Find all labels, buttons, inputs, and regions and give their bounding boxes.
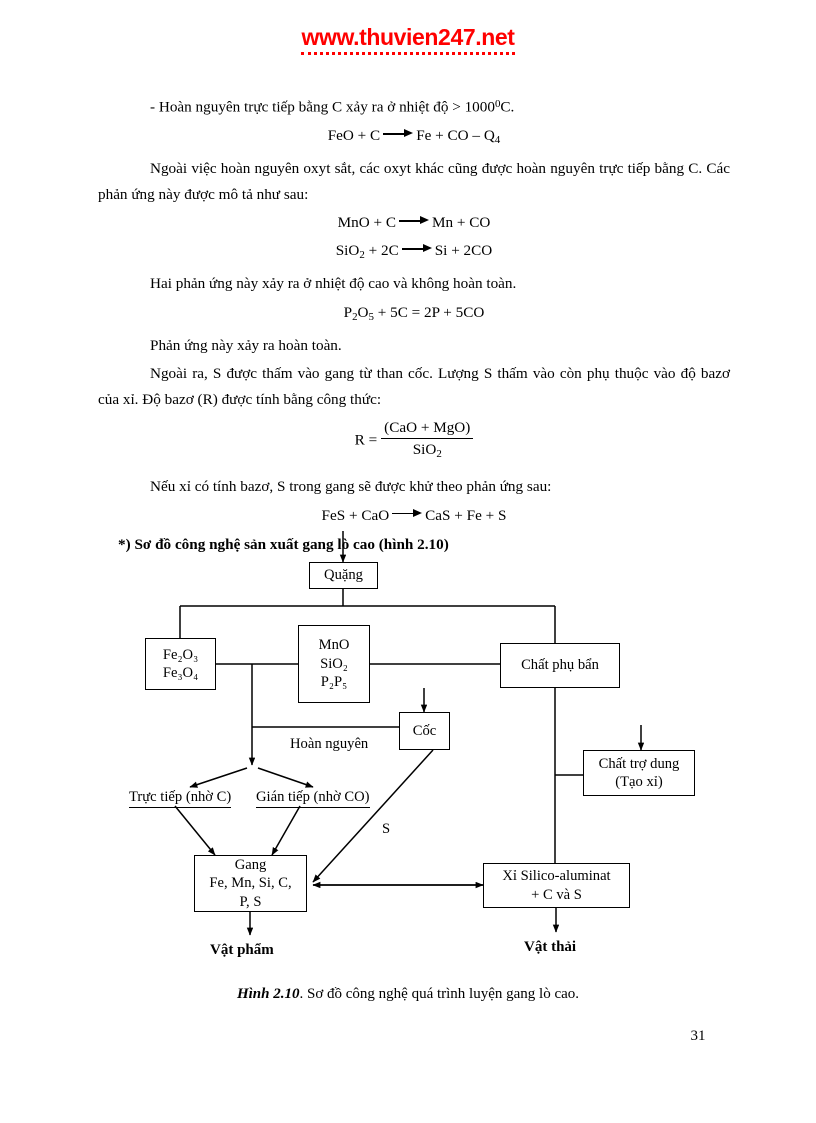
formula-basicity: R =(CaO + MgO)SiO2 [98,418,730,464]
reaction-arrow-icon [383,129,414,138]
paragraph-direct-reduction: - Hoàn nguyên trực tiếp bằng C xảy ra ở … [98,92,730,120]
denominator-text: SiO [412,441,437,459]
box-quang-label: Quặng [324,567,363,584]
reaction-arrow-icon [392,509,423,518]
equation-left: MnO + C [337,214,396,232]
box-xi-silico-aluminat[interactable]: Xỉ Silico-aluminat + C và S [483,863,630,908]
arrow-to-truc-tiep [189,767,248,788]
box-coc[interactable]: Cốc [399,712,450,750]
fraction: (CaO + MgO)SiO2 [381,418,474,464]
box-chat-phu-ban-label: Chất phụ bẩn [521,657,599,674]
paragraph-sulfur: Ngoài ra, S được thấm vào gang từ than c… [98,365,730,408]
figure-number: Hình 2.10 [236,986,300,1002]
equation-subscript: 4 [494,134,501,147]
box-iron-oxides-line1: Fe₂O₃ [162,646,199,663]
equation-subscript-a: 2 [352,310,358,323]
box-gang-line2: Fe, Mn, Si, C, [209,875,292,892]
box-xi-line2: + C và S [531,886,582,903]
arrow-truc-tiep-to-gang [174,805,216,856]
equation-subscript-b: 5 [368,310,374,323]
equation-sio2-c: SiO2 + 2C Si + 2CO [98,238,730,268]
box-quang[interactable]: Quặng [309,562,378,589]
box-gang-line3: P, S [239,893,262,910]
box-other-oxides-line1: MnO [318,637,350,654]
figure-caption-text: . Sơ đồ công nghệ quá trình luyện gang l… [299,986,580,1002]
equation-right: Mn + CO [432,214,491,232]
watermark-url[interactable]: www.thuvien247.net [301,24,515,55]
box-gang-line1: Gang [234,856,267,873]
box-chat-tro-dung-line1: Chất trợ dung [598,755,680,772]
fraction-numerator: (CaO + MgO) [381,418,474,440]
box-chat-tro-dung-line2: (Tạo xỉ) [615,774,663,790]
paragraph-other-oxides: Ngoài việc hoàn nguyên oxyt sắt, các oxy… [98,160,730,203]
equation-right: Fe + CO – Q [416,127,495,145]
document-body: - Hoàn nguyên trực tiếp bằng C xảy ra ở … [98,92,730,557]
figure-caption: Hình 2.10. Sơ đồ công nghệ quá trình luy… [0,986,816,1003]
box-iron-oxides[interactable]: Fe₂O₃ Fe₃O₄ [145,638,216,690]
box-other-oxides-line3: P₂P₅ [320,674,348,691]
page-number: 31 [690,1028,706,1044]
equation-b: O [357,303,369,321]
equation-fes-cao: FeS + CaO CaS + Fe + S [98,503,730,528]
degree-superscript: 0 [494,98,501,110]
denominator-subscript: 2 [436,448,442,461]
site-header: www.thuvien247.net [0,24,816,55]
reaction-arrow-icon [401,244,432,253]
equation-subscript: 2 [359,249,365,262]
label-vat-pham: Vật phẩm [210,942,274,958]
equation-left-a: SiO [335,242,360,260]
box-coc-label: Cốc [412,722,437,739]
box-other-oxides-line2: SiO₂ [320,655,348,672]
label-truc-tiep: Trực tiếp (nhờ C) [129,788,232,808]
reaction-arrow-icon [399,216,429,225]
equation-feo-c: FeO + C Fe + CO – Q4 [98,123,730,153]
arrow-gian-tiep-to-gang [271,805,301,856]
equation-c: + 5C = 2P + 5CO [373,303,485,321]
section-heading-flowchart: *) Sơ đồ công nghệ sản xuất gang lò cao … [118,535,449,553]
label-vat-thai: Vật thải [524,939,577,955]
arrow-coc-to-gang-sulfur [312,749,434,883]
paragraph-complete-reaction: Phản ứng này xảy ra hoàn toàn. [150,336,342,354]
formula-lhs: R = [354,431,378,449]
formula-wrapper: R =(CaO + MgO)SiO2 [355,418,474,464]
equation-a: P [343,303,353,321]
label-hoan-nguyen: Hoàn nguyên [290,736,369,752]
box-other-oxides[interactable]: MnO SiO₂ P₂P₅ [298,625,370,703]
box-gang[interactable]: Gang Fe, Mn, Si, C, P, S [194,855,307,912]
equation-mno-c: MnO + C Mn + CO [98,210,730,235]
arrow-to-gian-tiep [257,767,314,788]
equation-left-b: + 2C [364,242,399,260]
label-gian-tiep: Gián tiếp (nhờ CO) [256,788,370,808]
equation-left: FeO + C [327,127,381,145]
text-line-1-end: C. [500,98,515,116]
box-chat-tro-dung[interactable]: Chất trợ dung (Tạo xỉ) [583,750,695,796]
label-sulfur: S [382,821,391,837]
paragraph-high-temp: Hai phản ứng này xảy ra ở nhiệt độ cao v… [150,275,517,293]
box-xi-line1: Xỉ Silico-aluminat [502,868,611,884]
box-chat-phu-ban[interactable]: Chất phụ bẩn [500,643,620,688]
box-iron-oxides-line2: Fe₃O₄ [162,665,199,681]
text-line-1: - Hoàn nguyên trực tiếp bằng C xảy ra ở … [150,98,495,116]
equation-right: CaS + Fe + S [425,506,507,524]
equation-left: FeS + CaO [321,506,390,524]
equation-p2o5-c: P2O5 + 5C = 2P + 5CO [98,300,730,330]
fraction-denominator: SiO2 [381,439,473,464]
equation-right: Si + 2CO [434,242,493,260]
paragraph-basic-slag: Nếu xỉ có tính bazơ, S trong gang sẽ đượ… [150,478,552,496]
